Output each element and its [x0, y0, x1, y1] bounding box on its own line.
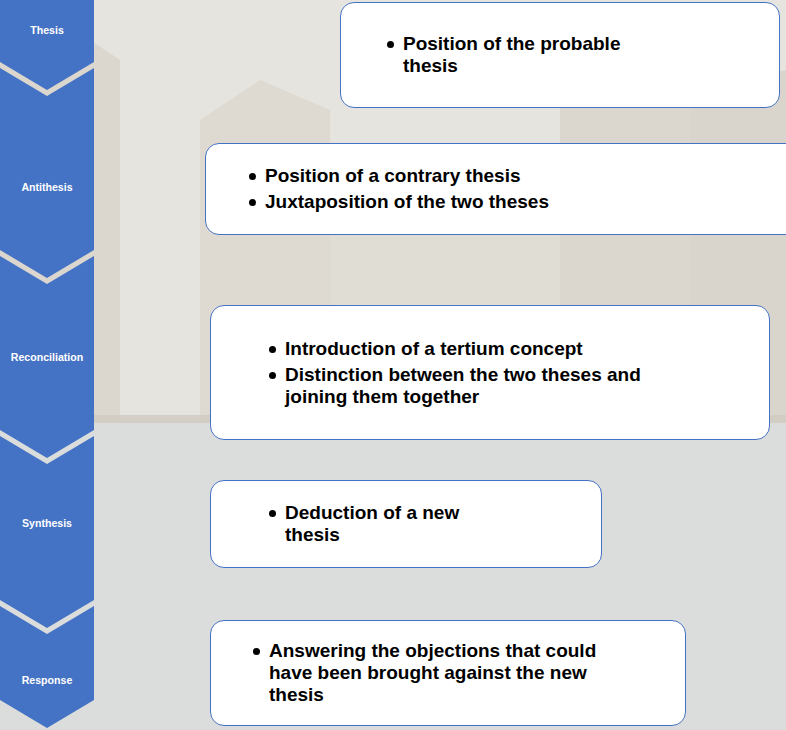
step-label: Thesis — [0, 22, 94, 38]
step-label: Reconciliation — [0, 349, 94, 365]
bullet-text: Position of the probable thesis — [403, 33, 673, 77]
bullet-dot — [269, 510, 276, 517]
bullet-item: Distinction between the two theses and j… — [269, 364, 753, 408]
bullet-text: Distinction between the two theses and j… — [285, 364, 680, 408]
chevron-fill — [0, 436, 94, 628]
step-label: Response — [0, 672, 94, 688]
step-label: Antithesis — [0, 179, 94, 195]
bullet-box: Position of the probable thesis — [340, 2, 780, 108]
chevron-fill — [0, 606, 94, 728]
step-chevron: Response — [0, 606, 94, 728]
bullet-dot — [269, 372, 276, 379]
bullet-dot — [249, 199, 256, 206]
bullet-dot — [253, 648, 260, 655]
bullet-box: Answering the objections that could have… — [210, 620, 686, 726]
chevron-fill — [0, 68, 94, 278]
bullet-dot — [387, 41, 394, 48]
bullet-item: Position of a contrary thesis — [249, 165, 786, 187]
step-chevron: Reconciliation — [0, 256, 94, 458]
step-label: Synthesis — [0, 515, 94, 531]
bullet-item: Juxtaposition of the two theses — [249, 191, 786, 213]
bullet-text: Deduction of a new thesis — [285, 502, 500, 546]
bullet-item: Introduction of a tertium concept — [269, 338, 753, 360]
bullet-item: Position of the probable thesis — [387, 33, 763, 77]
bullet-box: Position of a contrary thesisJuxtapositi… — [205, 143, 786, 235]
bullet-box: Introduction of a tertium conceptDistinc… — [210, 305, 770, 440]
bullet-item: Answering the objections that could have… — [253, 640, 669, 706]
bullet-item: Deduction of a new thesis — [269, 502, 585, 546]
bullet-dot — [269, 346, 276, 353]
chevron-fill — [0, 256, 94, 458]
canal-water — [0, 420, 786, 730]
chevron-shape — [0, 606, 94, 728]
step-chevron: Synthesis — [0, 436, 94, 628]
step-chevron: Antithesis — [0, 68, 94, 278]
chevron-shape — [0, 436, 94, 628]
bullet-text: Juxtaposition of the two theses — [265, 191, 665, 213]
bullet-text: Answering the objections that could have… — [269, 640, 609, 706]
bullet-box: Deduction of a new thesis — [210, 480, 602, 568]
bullet-text: Introduction of a tertium concept — [285, 338, 680, 360]
chevron-shape — [0, 68, 94, 278]
bullet-text: Position of a contrary thesis — [265, 165, 665, 187]
bullet-dot — [249, 173, 256, 180]
